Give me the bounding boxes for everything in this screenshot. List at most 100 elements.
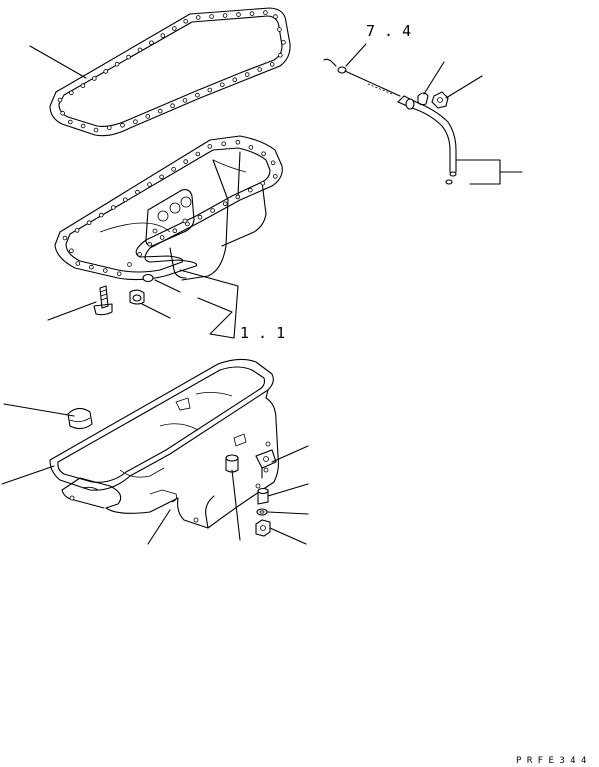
bracket-clip: [255, 449, 277, 479]
leader-gasket: [29, 45, 87, 79]
leader-lower-gasket: [1, 465, 55, 485]
bolt-hole: [185, 221, 190, 227]
bolt-hole: [172, 26, 177, 31]
bolt-hole: [92, 76, 97, 81]
bolt-hole: [261, 151, 266, 157]
spacer-collar: [257, 487, 269, 505]
bolt-hole: [277, 27, 282, 32]
bolt-hole: [207, 87, 213, 93]
bolt-hole: [89, 264, 94, 270]
bolt-hole: [111, 205, 116, 210]
bolt-hole: [220, 82, 225, 88]
bolt-hole: [232, 77, 238, 82]
leader-clip: [423, 61, 445, 95]
dipstick-assembly: [323, 58, 457, 185]
drain-bolt: [93, 285, 113, 316]
bolt-hole: [68, 119, 73, 125]
leader-drain-bracket: [179, 269, 239, 287]
leader-dipstick-ref: [345, 43, 367, 67]
bolt-hole: [137, 252, 142, 257]
bracket-tube: [455, 159, 501, 185]
bolt-hole: [221, 141, 227, 147]
bolt-hole: [69, 90, 74, 96]
bolt-hole: [171, 167, 176, 172]
bracket-drain: [197, 285, 239, 339]
bolt-hole: [120, 123, 125, 128]
leader-filler-cap: [3, 403, 75, 417]
bolt-hole: [75, 261, 81, 266]
oil-pan-upper: [54, 135, 283, 281]
bolt-hole: [170, 103, 175, 108]
oil-pan-gasket-upper: [49, 7, 291, 137]
drain-reference-label: 1 . 1: [240, 324, 285, 342]
bolt-hole: [195, 92, 200, 98]
bolt-hole: [277, 52, 283, 58]
drain-washer: [142, 273, 154, 283]
bolt-hole: [114, 61, 120, 67]
bolt-hole: [210, 208, 215, 213]
bolt-hole: [69, 248, 74, 254]
bolt-hole: [235, 194, 241, 200]
bolt-hole: [86, 220, 92, 226]
bolt-hole: [107, 125, 112, 130]
bolt-hole: [147, 242, 153, 247]
bolt-hole: [62, 235, 68, 241]
bolt-hole: [236, 12, 241, 17]
bolt-hole: [272, 174, 278, 179]
bolt-hole: [160, 33, 166, 38]
bolt-hole: [159, 235, 165, 240]
bolt-hole: [135, 189, 140, 195]
bolt-hole: [260, 181, 266, 186]
bolt-hole: [270, 160, 276, 166]
bolt-hole: [74, 228, 80, 233]
bolt-hole: [116, 271, 122, 277]
bolt-hole: [172, 228, 178, 234]
bolt-hole: [149, 40, 154, 46]
filler-cap: [67, 407, 93, 430]
drain-plug: [129, 289, 145, 305]
bolt-hole: [195, 15, 201, 20]
oil-pan-gasket-lower: [49, 358, 274, 491]
leader-drain-washer: [154, 279, 181, 293]
bolt-hole: [98, 212, 104, 218]
bolt-hole: [183, 159, 189, 164]
bolt-hole: [182, 98, 188, 103]
leader-bolt: [47, 301, 97, 321]
leader-collar: [267, 483, 309, 497]
bolt-hole: [244, 72, 250, 77]
bolt-hole: [123, 197, 128, 203]
bolt-hole: [257, 67, 263, 72]
leader-lower-pan: [147, 509, 171, 545]
bolt-hole: [80, 123, 86, 129]
leader-washer: [267, 511, 309, 515]
bolt-hole: [157, 108, 163, 114]
oil-pan-lower: [61, 389, 280, 529]
bolt-hole: [60, 110, 65, 116]
leader-clip-lower: [271, 445, 309, 463]
bolt-hole: [222, 13, 228, 18]
bolt-hole: [248, 187, 253, 193]
bolt-hole: [137, 47, 143, 53]
bolt-hole: [103, 268, 108, 273]
lower-washer: [256, 508, 268, 516]
leader-nut: [445, 75, 483, 99]
bolt-hole: [281, 40, 286, 45]
bolt-hole: [269, 62, 275, 67]
leader-stud: [231, 469, 241, 541]
bolt-hole: [93, 127, 99, 133]
bolt-hole: [103, 69, 108, 74]
leader-nut-lower: [269, 527, 307, 545]
bolt-hole: [263, 10, 268, 15]
bolt-hole: [127, 262, 132, 267]
bolt-hole: [273, 14, 278, 19]
bolt-hole: [126, 54, 131, 60]
bolt-hole: [235, 139, 241, 145]
bolt-hole: [80, 83, 86, 88]
bolt-hole: [183, 18, 189, 24]
dipstick-reference-label: 7 . 4: [366, 22, 411, 40]
bolt-hole: [145, 114, 151, 119]
bolt-hole: [249, 11, 255, 16]
bolt-hole: [222, 201, 228, 207]
leader-plug: [141, 303, 171, 319]
